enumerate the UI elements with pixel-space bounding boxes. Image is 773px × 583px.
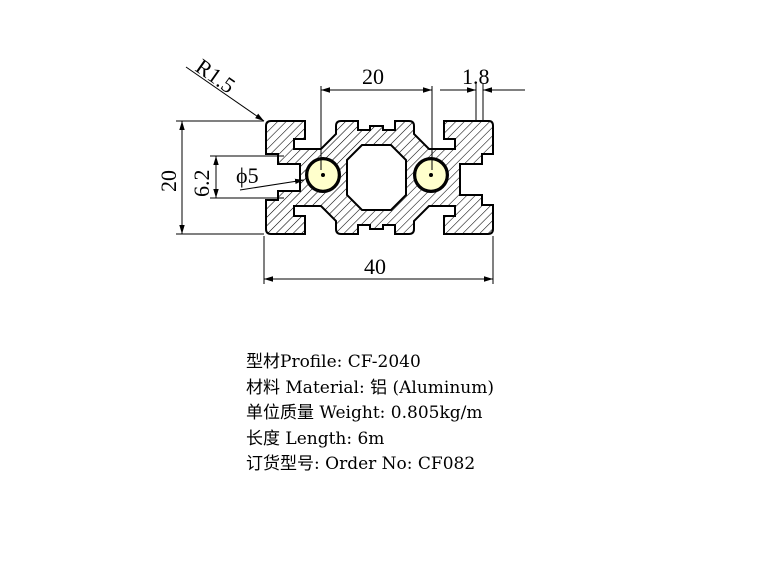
dim-width-label: 40 — [364, 254, 386, 279]
spec-weight: 单位质量 Weight: 0.805kg/m — [246, 403, 483, 423]
dim-slot-label: 6.2 — [189, 170, 214, 198]
dim-height-label: 20 — [156, 170, 181, 192]
dimension-lines — [176, 66, 525, 284]
dim-top-pitch-label: 20 — [362, 64, 384, 89]
spec-profile: 型材Profile: CF-2040 — [246, 352, 421, 372]
profile-drawing: R1.5 20 1.8 20 6.2 ϕ5 40 — [156, 54, 525, 284]
spec-block: 型材Profile: CF-2040 材料 Material: 铝 (Alumi… — [246, 350, 494, 478]
spec-material: 材料 Material: 铝 (Aluminum) — [246, 377, 495, 398]
dim-hole-label: ϕ5 — [236, 163, 259, 188]
dim-wall-label: 1.8 — [462, 64, 490, 89]
spec-length: 长度 Length: 6m — [246, 428, 385, 449]
dim-radius-label: R1.5 — [191, 54, 240, 99]
spec-order-no: 订货型号: Order No: CF082 — [246, 454, 476, 474]
profile-outline — [265, 120, 494, 235]
profile-section — [265, 120, 494, 235]
